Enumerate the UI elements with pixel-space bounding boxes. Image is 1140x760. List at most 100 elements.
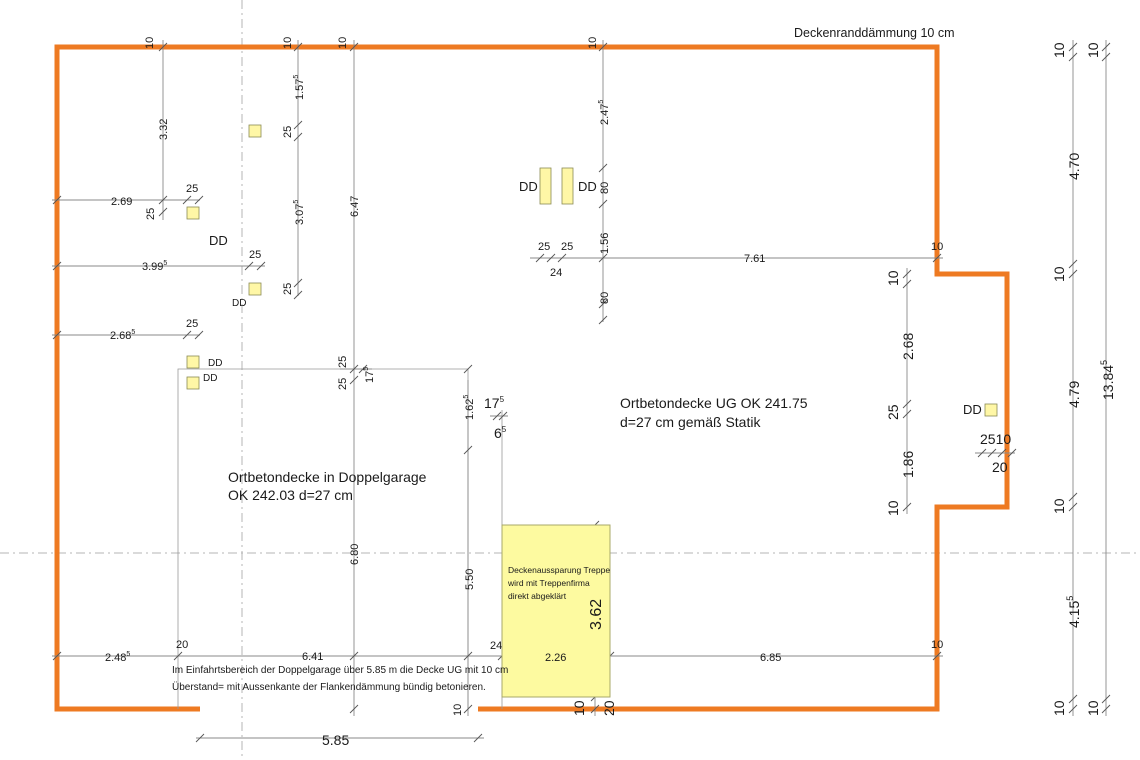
dimension-label: 80 — [599, 182, 611, 194]
dimension-label: 6.47 — [349, 196, 361, 217]
edge-insulation-label: Deckenranddämmung 10 cm — [794, 26, 955, 40]
dimension-tick — [463, 364, 473, 374]
dimension-label: 3.995 — [142, 260, 167, 273]
dimension-label: 20 — [992, 459, 1008, 475]
dimension-tick — [1068, 694, 1078, 704]
dimension-tick — [182, 330, 192, 340]
dimension-label: 80 — [599, 292, 611, 304]
dimension-label: 175 — [363, 367, 376, 383]
stair-label-1: Deckenaussparung Treppe — [508, 565, 610, 575]
dimension-tick — [358, 364, 368, 374]
dimension-label: 4.70 — [1066, 153, 1082, 180]
dimension-label: 13.845 — [1099, 360, 1116, 400]
dd-label: DD — [519, 179, 538, 194]
dimension-tick — [52, 651, 62, 661]
dimension-tick — [244, 261, 254, 271]
dimension-label: 25 — [885, 404, 901, 420]
dimension-label: 6.41 — [302, 651, 323, 663]
dimension-tick — [902, 502, 912, 512]
dimension-label: 1.625 — [463, 395, 476, 420]
dimension-label: 4.79 — [1066, 381, 1082, 408]
dd-opening — [186, 376, 200, 390]
dimension-tick — [349, 364, 359, 374]
dimension-tick — [349, 375, 359, 385]
dimension-label: 10 — [1051, 498, 1067, 514]
dimension-tick — [997, 448, 1007, 458]
dimension-label: 2.485 — [105, 651, 130, 664]
dimension-label: 10 — [1085, 700, 1101, 716]
dimension-label: 1.86 — [900, 451, 916, 478]
dimension-label: 10 — [282, 37, 294, 49]
dimension-label: 5.50 — [464, 569, 476, 590]
dimension-tick — [194, 330, 204, 340]
dimension-label: 2.26 — [545, 652, 566, 664]
dimension-label: 3.32 — [158, 119, 170, 140]
dimension-label: 25 — [145, 208, 157, 220]
dimension-label: 6.80 — [349, 544, 361, 565]
dimension-label: 25 — [561, 241, 573, 253]
dimension-tick — [932, 253, 942, 263]
dimension-tick — [293, 132, 303, 142]
dimension-tick — [293, 290, 303, 300]
stair-opening — [501, 524, 611, 698]
dimension-tick — [598, 163, 608, 173]
dimension-label: 10 — [1085, 42, 1101, 58]
dimension-label: 20 — [176, 639, 188, 651]
dimension-tick — [349, 704, 359, 714]
dimension-label: 25 — [186, 183, 198, 195]
dimension-tick — [1068, 492, 1078, 502]
dimension-tick — [349, 651, 359, 661]
dimension-tick — [158, 42, 168, 52]
dd-opening — [248, 124, 262, 138]
dimension-label: 175 — [484, 395, 505, 411]
ug-slab-label: Ortbetondecke UG OK 241.75 — [620, 395, 808, 411]
dimension-label: 6.85 — [760, 652, 781, 664]
dd-label: DD — [209, 233, 228, 248]
dimension-tick — [492, 411, 502, 421]
dd-label: DD — [203, 373, 217, 384]
dimension-tick — [546, 253, 556, 263]
dimension-label: 10 — [1051, 700, 1067, 716]
dimension-label: 10 — [931, 241, 943, 253]
dimension-label: 25 — [186, 318, 198, 330]
dimension-tick — [1101, 42, 1111, 52]
dimension-tick — [195, 733, 205, 743]
dimension-tick — [1068, 52, 1078, 62]
dimension-tick — [598, 315, 608, 325]
dd-opening — [539, 167, 552, 205]
dimension-label: 10 — [571, 700, 587, 716]
dimension-tick — [902, 279, 912, 289]
dimension-tick — [52, 195, 62, 205]
ug-slab-thickness-label: d=27 cm gemäß Statik — [620, 414, 761, 430]
dimension-label: 25 — [282, 126, 294, 138]
dimension-tick — [1068, 259, 1078, 269]
dimension-label: 10 — [885, 500, 901, 516]
dimension-tick — [173, 651, 183, 661]
dimension-tick — [293, 278, 303, 288]
dimension-tick — [349, 42, 359, 52]
dimension-tick — [52, 330, 62, 340]
dimension-tick — [463, 445, 473, 455]
dimension-tick — [902, 269, 912, 279]
dimension-label: 1.56 — [599, 233, 611, 254]
dimension-label: 2.685 — [110, 329, 135, 342]
dimension-label: 10 — [931, 639, 943, 651]
dimension-tick — [902, 409, 912, 419]
dimension-tick — [598, 199, 608, 209]
dimension-label: 7.61 — [744, 253, 765, 265]
dimension-tick — [1068, 704, 1078, 714]
dimension-label: 25 — [249, 249, 261, 261]
dimension-tick — [293, 42, 303, 52]
dimension-label: 10 — [452, 704, 464, 716]
dimension-label: 3.62 — [588, 599, 605, 630]
dimension-tick — [598, 42, 608, 52]
dimension-tick — [932, 651, 942, 661]
dimension-label: 25 — [337, 378, 349, 390]
dimension-tick — [598, 253, 608, 263]
dimension-tick — [1068, 502, 1078, 512]
dd-label: DD — [578, 179, 597, 194]
dimension-tick — [463, 704, 473, 714]
dimension-label: 2.69 — [111, 196, 132, 208]
dimension-tick — [158, 207, 168, 217]
